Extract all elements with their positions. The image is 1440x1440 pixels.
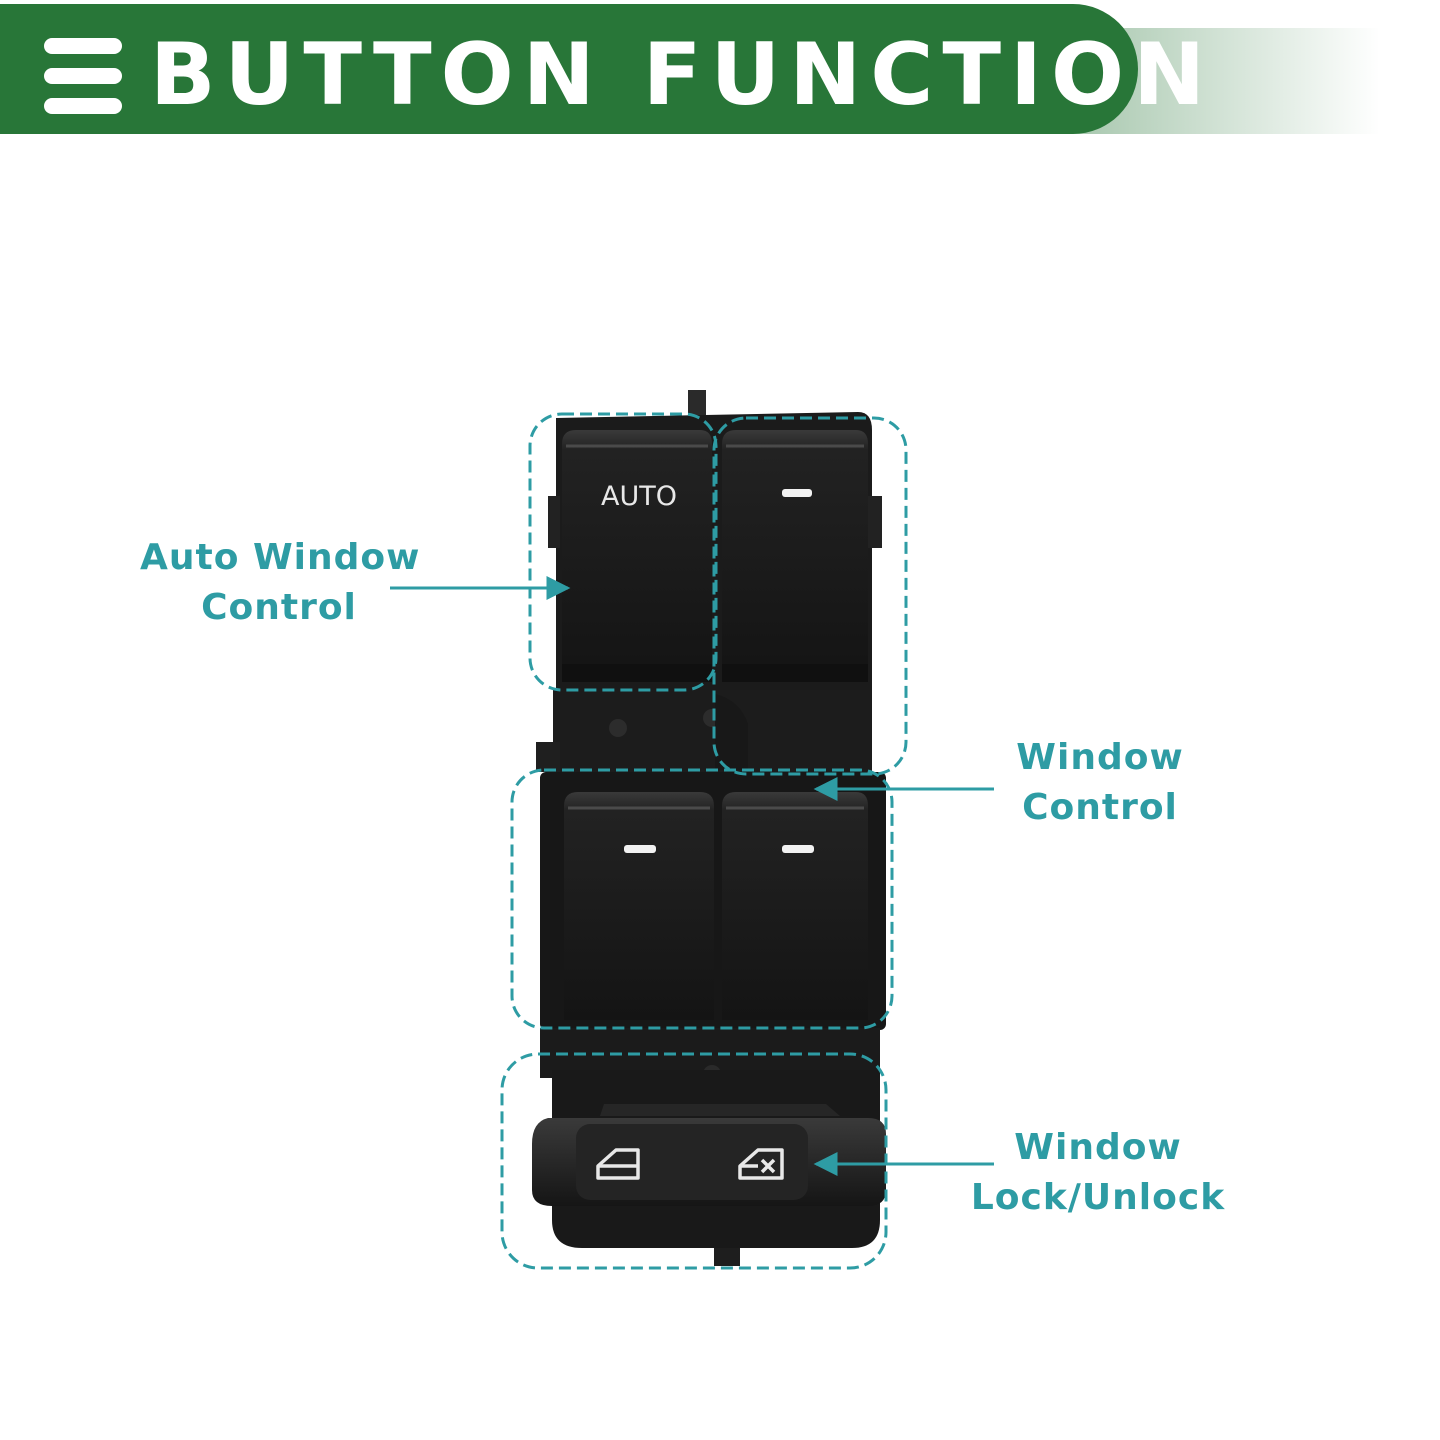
auto-window-callout: Auto Window Control (140, 533, 421, 633)
window-lock-callout-line1: Window (1014, 1127, 1182, 1168)
window-control-callout-line2: Control (1022, 787, 1178, 828)
window-lock-rocker[interactable] (532, 1104, 886, 1206)
front-passenger-window-button[interactable] (722, 430, 868, 682)
auto-window-callout-line2: Control (201, 587, 357, 628)
lock-region-outline (500, 1052, 888, 1270)
page-title: BUTTON FUNCTION (150, 25, 1215, 125)
auto-window-button[interactable] (562, 430, 712, 682)
window-control-callout-line1: Window (1016, 737, 1184, 778)
title-banner: BUTTON FUNCTION (0, 4, 1205, 134)
window-button-indicator (782, 489, 812, 497)
rear-right-window-button[interactable] (722, 792, 868, 1020)
front-window-region-outline (712, 416, 908, 776)
window-lock-callout: Window Lock/Unlock (960, 1123, 1236, 1223)
window-unlock-icon (596, 1148, 640, 1180)
window-button-indicator (782, 845, 814, 853)
window-control-callout: Window Control (1000, 733, 1200, 833)
top-connector-pin (688, 390, 706, 420)
auto-button-label: AUTO (601, 481, 677, 512)
menu-icon (44, 38, 122, 114)
auto-window-region-outline (528, 412, 718, 692)
window-button-indicator (624, 845, 656, 853)
auto-window-callout-line1: Auto Window (140, 537, 421, 578)
window-lock-callout-line2: Lock/Unlock (970, 1177, 1226, 1218)
rear-left-window-button[interactable] (564, 792, 714, 1020)
rear-window-region-outline (510, 768, 894, 1030)
window-lock-icon (738, 1148, 784, 1180)
